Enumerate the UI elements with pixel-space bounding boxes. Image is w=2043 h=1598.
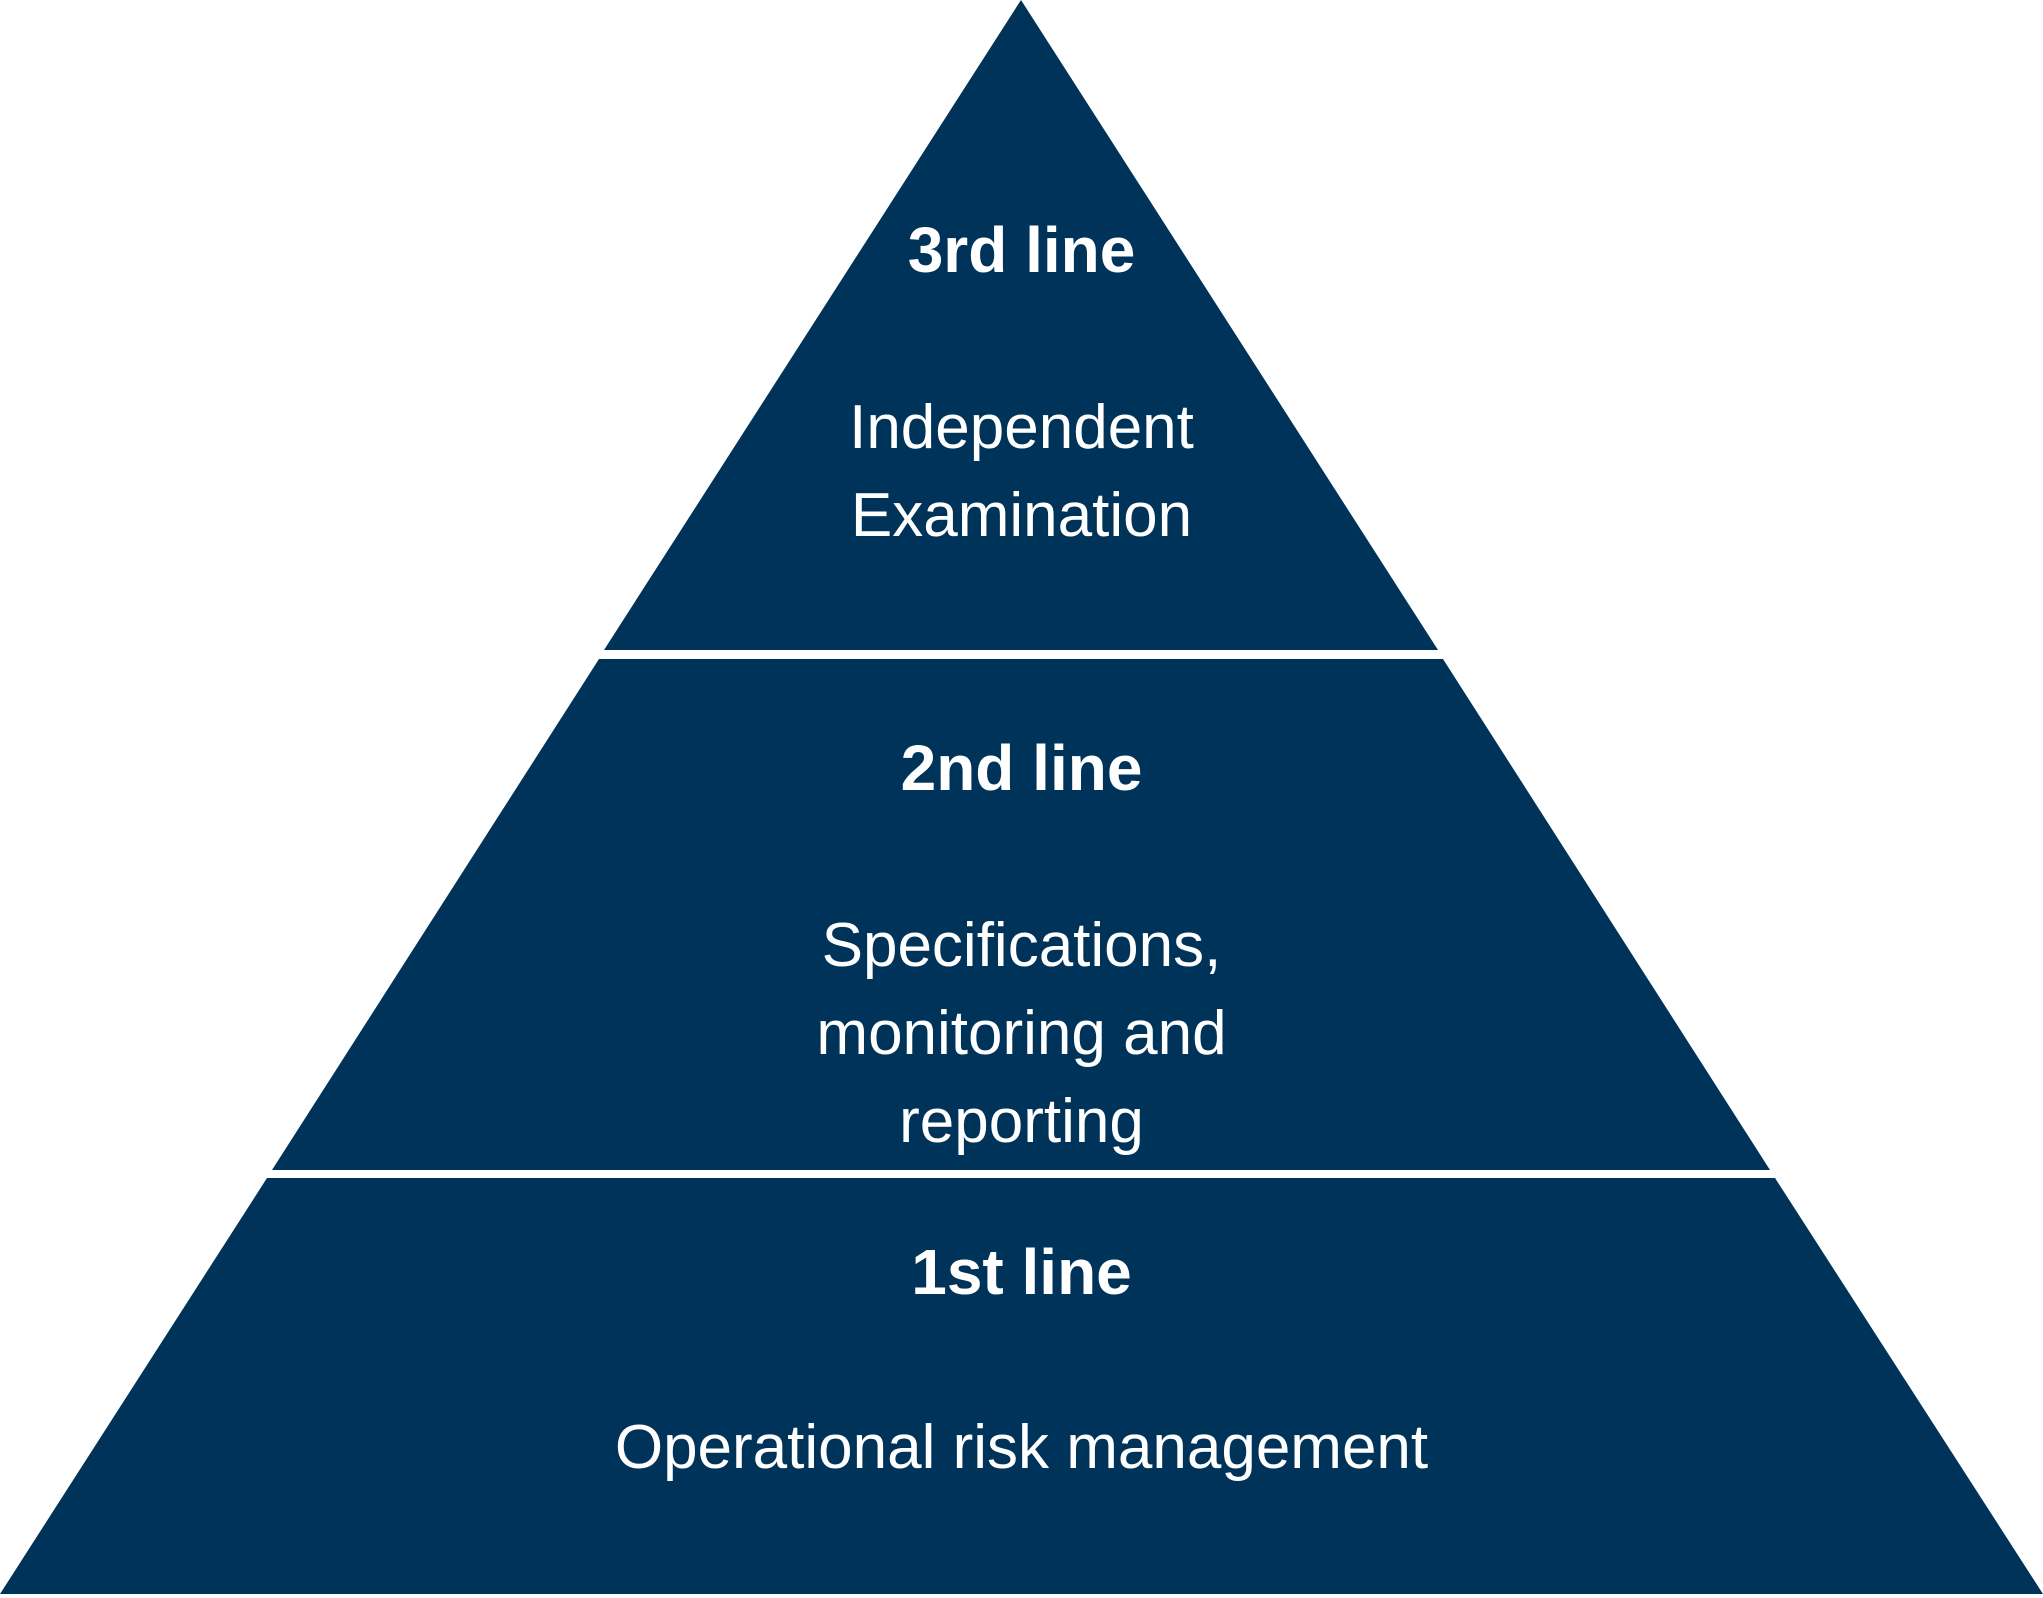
tier-1-description: Operational risk management (614, 1413, 1429, 1482)
tier-1-shape (0, 1178, 2043, 1594)
tier-2-title: 2nd line (900, 732, 1143, 804)
tier-2-shape (272, 659, 1770, 1170)
tier-1-title: 1st line (911, 1236, 1132, 1308)
tier-3-title: 3rd line (907, 214, 1136, 286)
tier-2-description: Specifications, monitoring and reporting (816, 911, 1227, 1156)
tier-3-shape (604, 0, 1438, 650)
tier-3-description: Independent Examination (849, 393, 1194, 550)
